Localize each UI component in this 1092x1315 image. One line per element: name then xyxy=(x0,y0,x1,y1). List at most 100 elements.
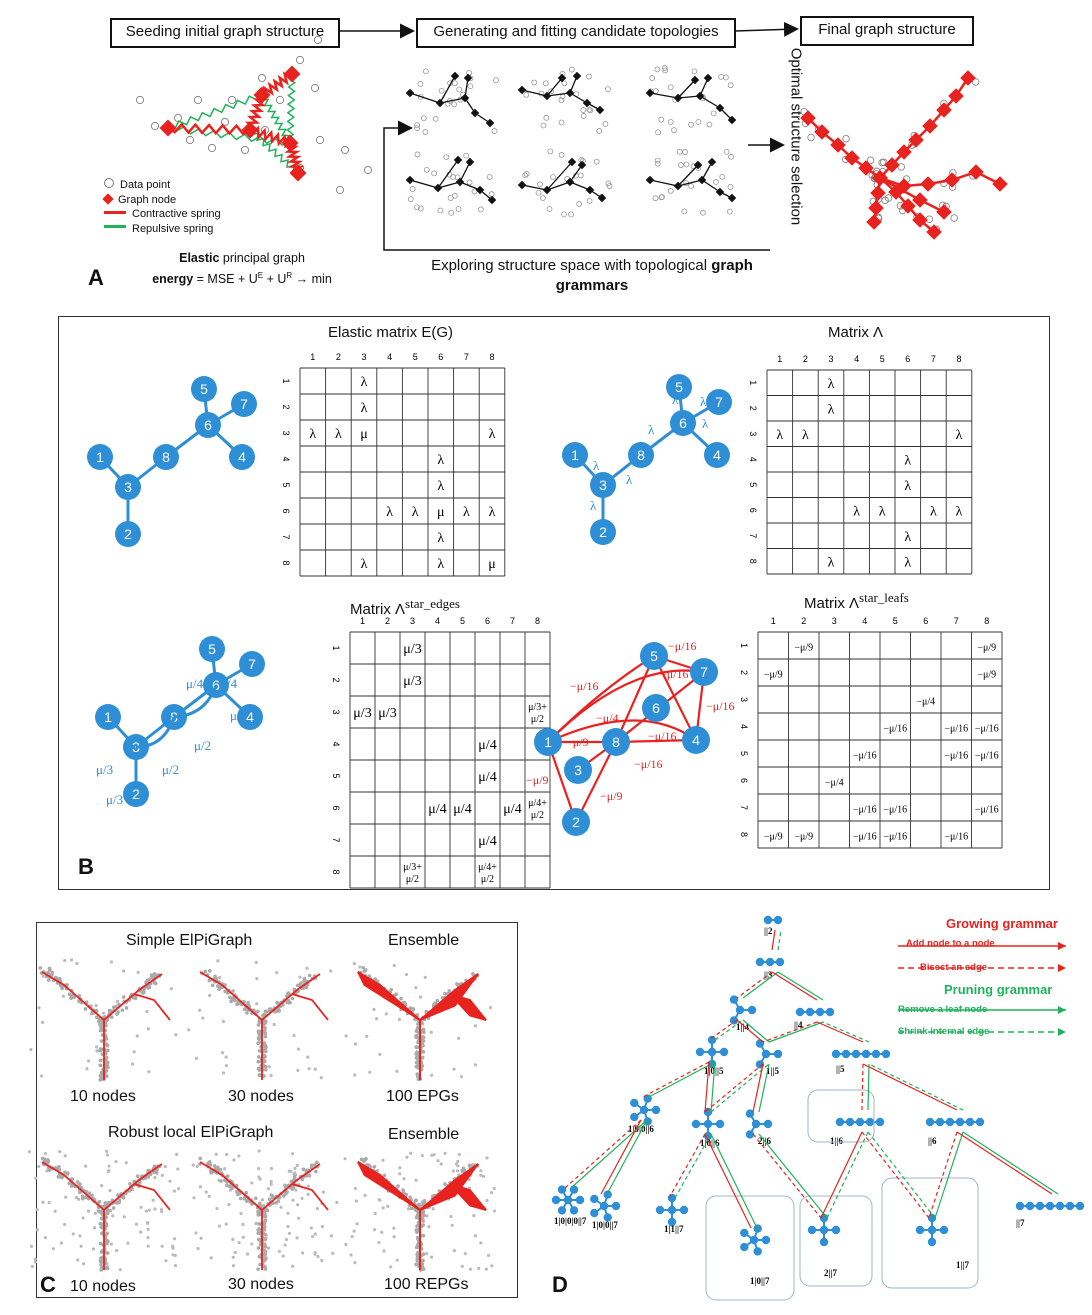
data-point xyxy=(255,1002,259,1006)
data-point xyxy=(331,1251,335,1255)
data-point xyxy=(411,1007,416,1011)
data-point xyxy=(315,1160,319,1165)
edge-label: μ/3 xyxy=(96,762,113,777)
data-point xyxy=(106,1048,110,1053)
node-label: 6 xyxy=(679,415,687,431)
data-point xyxy=(389,1265,393,1269)
data-point xyxy=(257,1166,261,1171)
data-point xyxy=(98,1058,103,1063)
col-header: 8 xyxy=(535,616,540,626)
data-point xyxy=(98,1063,103,1068)
data-point xyxy=(84,1164,88,1168)
data-point xyxy=(29,1047,33,1052)
data-point xyxy=(395,1258,399,1262)
tree-node xyxy=(691,1119,701,1129)
graph-node xyxy=(912,212,928,228)
data-point xyxy=(269,1182,273,1186)
data-point xyxy=(223,989,227,994)
topology-label: ||6 xyxy=(928,1136,937,1146)
graph-node xyxy=(470,108,480,118)
matrix-cell: −μ/16 xyxy=(883,724,907,735)
row-header: 1 xyxy=(748,380,758,385)
ensemble-panel xyxy=(187,959,333,1080)
data-point xyxy=(135,1034,139,1038)
data-point xyxy=(237,1240,241,1245)
data-point xyxy=(416,1025,420,1030)
node-label: 3 xyxy=(124,479,132,495)
data-point xyxy=(37,1006,41,1010)
data-point xyxy=(414,122,420,129)
data-point xyxy=(492,1209,497,1213)
edge-label: λ xyxy=(593,458,600,473)
edge-label: −μ/16 xyxy=(648,729,677,743)
data-point xyxy=(194,1056,199,1061)
data-point xyxy=(95,1049,99,1053)
data-point xyxy=(57,1164,61,1169)
matrix-cell: λ xyxy=(489,427,496,442)
data-point xyxy=(654,160,661,167)
col-header: 4 xyxy=(854,354,859,364)
data-point xyxy=(586,106,593,113)
tree-node xyxy=(927,1237,937,1247)
data-point xyxy=(264,1009,269,1014)
data-point xyxy=(728,153,734,160)
data-point xyxy=(244,1190,248,1195)
col-header: 8 xyxy=(489,352,494,362)
data-point xyxy=(486,174,493,180)
graph-node-6 xyxy=(195,412,221,438)
edge-label: −μ/4 xyxy=(596,711,619,725)
data-point xyxy=(229,999,233,1004)
data-point xyxy=(235,1002,239,1007)
data-point xyxy=(654,66,661,73)
data-point xyxy=(263,1067,268,1072)
graph-node-1 xyxy=(87,444,113,470)
data-point xyxy=(430,1153,434,1157)
data-point xyxy=(319,1076,323,1080)
graph-node-7 xyxy=(690,658,718,686)
tree-node xyxy=(569,1206,579,1215)
data-point xyxy=(64,1195,68,1199)
matrix-cell: λ xyxy=(828,377,835,392)
graph-edge xyxy=(103,1163,163,1211)
tree-node xyxy=(761,1049,771,1059)
matrix-cell: λ xyxy=(437,557,444,572)
graph-edge xyxy=(41,971,105,1080)
data-point xyxy=(467,1163,472,1168)
tree-node xyxy=(735,1005,745,1015)
graph-node xyxy=(485,118,495,128)
data-point xyxy=(292,1174,297,1179)
data-point xyxy=(51,1247,55,1251)
data-point xyxy=(106,1201,111,1205)
data-point xyxy=(479,1173,483,1177)
data-point xyxy=(257,1254,262,1259)
data-point xyxy=(118,1268,122,1272)
data-point xyxy=(104,1215,108,1220)
data-point xyxy=(479,1241,483,1245)
data-point xyxy=(402,1191,406,1195)
row-header: 8 xyxy=(748,559,758,564)
matrix-cell: μ/4 xyxy=(478,834,496,849)
data-point xyxy=(415,1050,419,1054)
graph-edge xyxy=(614,655,656,743)
col-header: 3 xyxy=(828,354,833,364)
graph-edge xyxy=(569,181,591,191)
data-point xyxy=(879,158,888,166)
data-point xyxy=(109,960,114,964)
graph-node xyxy=(920,176,936,192)
data-point xyxy=(535,189,542,196)
explore-grammars-word: grammars xyxy=(555,277,629,294)
data-point xyxy=(471,188,478,195)
row-header: 7 xyxy=(739,805,749,810)
tree-node xyxy=(755,1039,765,1048)
matrix-cell: λ xyxy=(904,453,911,468)
matrix-cell: λ xyxy=(904,479,911,494)
matrix-cell: λ xyxy=(904,530,911,545)
topology-label: ||7 xyxy=(1016,1218,1025,1228)
data-point xyxy=(437,207,444,214)
tree-node xyxy=(703,1131,713,1141)
pruning-arrow xyxy=(867,1063,870,1111)
pruning-arrow xyxy=(710,1133,758,1229)
graph-node xyxy=(858,160,874,176)
matrix-cell: −μ/16 xyxy=(944,724,968,735)
node-label: 4 xyxy=(692,732,700,748)
